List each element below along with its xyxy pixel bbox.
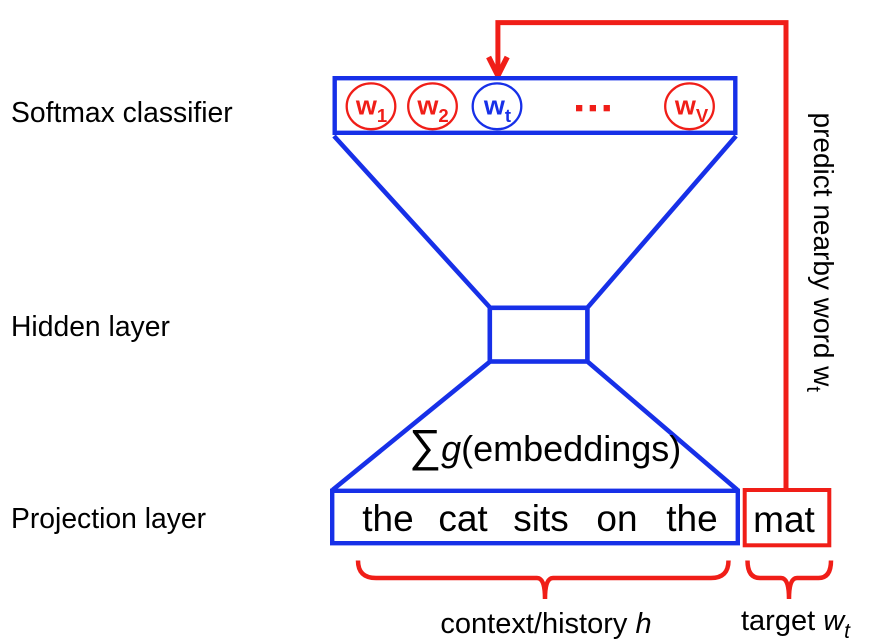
svg-text:Projection layer: Projection layer bbox=[11, 502, 206, 534]
svg-text:the: the bbox=[362, 498, 413, 539]
svg-text:Softmax classifier: Softmax classifier bbox=[11, 96, 233, 128]
svg-text:∑g(embeddings): ∑g(embeddings) bbox=[409, 420, 681, 471]
svg-text:on: on bbox=[596, 498, 637, 539]
svg-text:predict nearby word wt: predict nearby word wt bbox=[802, 113, 839, 393]
svg-text:w2: w2 bbox=[416, 91, 448, 127]
svg-text:context/history h: context/history h bbox=[440, 608, 651, 640]
svg-text:mat: mat bbox=[753, 499, 815, 540]
svg-text:cat: cat bbox=[438, 498, 488, 539]
svg-text:the: the bbox=[666, 498, 717, 539]
svg-text:sits: sits bbox=[513, 498, 569, 539]
svg-text:target wt: target wt bbox=[741, 605, 851, 643]
svg-text:Hidden layer: Hidden layer bbox=[11, 310, 170, 342]
